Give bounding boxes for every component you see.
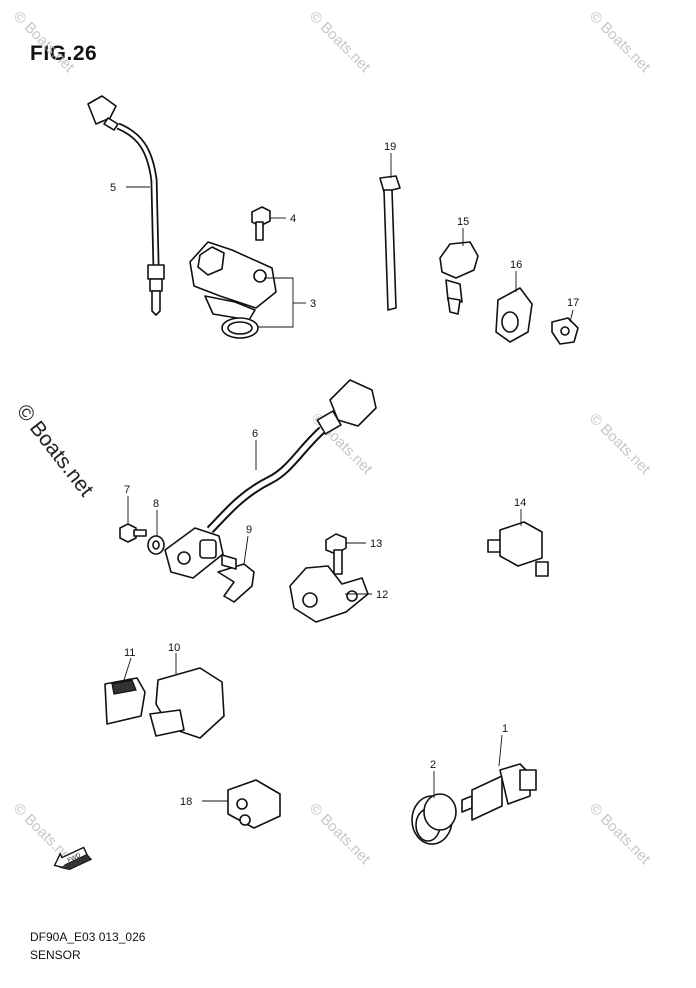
part-6-crank-position-sensor[interactable] [164, 379, 377, 579]
part-2-grommet[interactable] [411, 793, 457, 845]
callout-18: 18 [180, 796, 192, 808]
part-10-cover[interactable] [149, 667, 225, 739]
part-16-bracket[interactable] [495, 287, 533, 343]
part-3-pressure-sensor[interactable] [189, 241, 277, 339]
callout-12: 12 [376, 589, 388, 601]
part-8-washer[interactable] [147, 535, 165, 555]
fwd-label: FWD [67, 853, 83, 864]
callout-1: 1 [502, 723, 508, 735]
callout-2: 2 [430, 759, 436, 771]
part-9-spacer[interactable] [217, 554, 255, 603]
callout-15: 15 [457, 216, 469, 228]
callout-17: 17 [567, 297, 579, 309]
part-7-screw[interactable] [119, 523, 147, 543]
callout-7: 7 [124, 484, 130, 496]
part-15-clip[interactable] [439, 241, 479, 315]
callout-10: 10 [168, 642, 180, 654]
callout-11: 11 [124, 647, 135, 659]
part-19-cable-tie[interactable] [379, 175, 401, 311]
part-13-bolt[interactable] [325, 533, 347, 575]
callout-3: 3 [310, 298, 316, 310]
callout-19: 19 [384, 141, 396, 153]
callout-4: 4 [290, 213, 296, 225]
part-1-temperature-sensor[interactable] [461, 763, 537, 821]
callout-5: 5 [110, 182, 116, 194]
part-12-throttle-sensor[interactable] [289, 565, 369, 623]
part-4-bolt[interactable] [251, 206, 271, 241]
callout-9: 9 [246, 524, 252, 536]
part-5-temperature-sensor-lead[interactable] [87, 95, 165, 316]
part-18-clip[interactable] [227, 779, 281, 829]
fwd-arrow-icon: FWD [53, 846, 93, 870]
callout-13: 13 [370, 538, 382, 550]
figure-code: DF90A_E03 013_026 [30, 930, 146, 944]
part-17-bolt[interactable] [551, 317, 579, 345]
part-11-cover[interactable] [104, 677, 146, 725]
callout-8: 8 [153, 498, 159, 510]
callout-14: 14 [514, 497, 526, 509]
figure-title: FIG.26 [30, 42, 98, 65]
figure-name: SENSOR [30, 948, 81, 962]
part-14-knock-sensor[interactable] [487, 521, 549, 577]
callout-6: 6 [252, 428, 258, 440]
callout-16: 16 [510, 259, 522, 271]
